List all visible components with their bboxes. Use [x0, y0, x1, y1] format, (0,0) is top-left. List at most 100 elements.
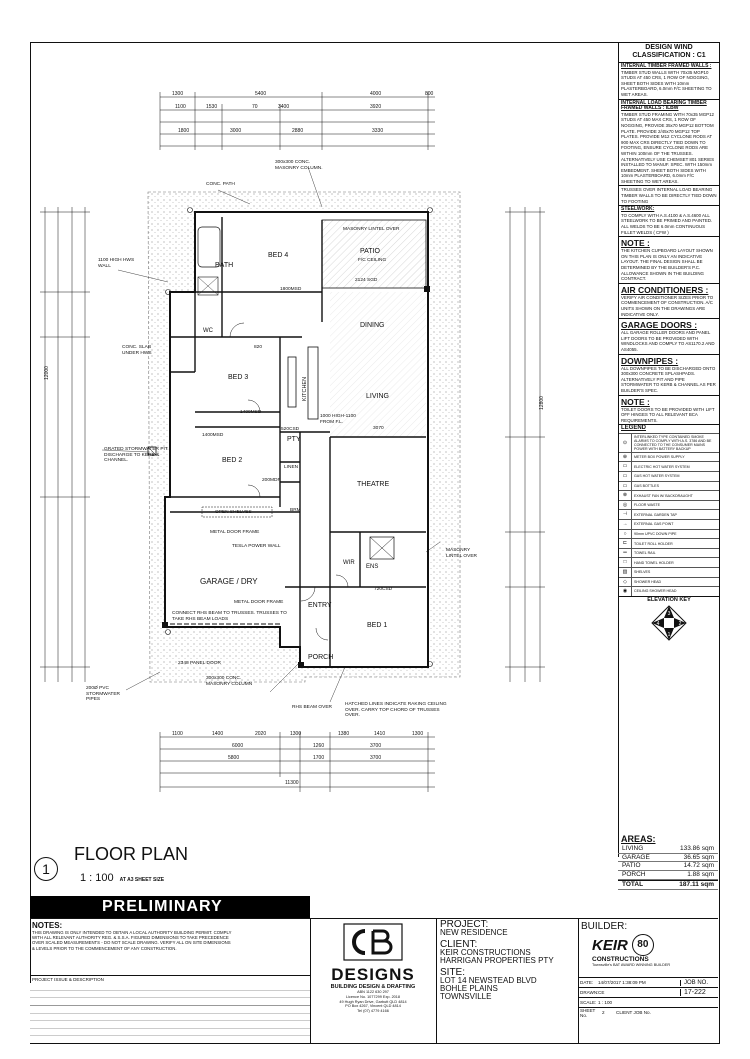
label-hws-wall: 1100 HIGH HWS WALL [98, 258, 135, 269]
garage-doors-title: GARAGE DOORS : [621, 320, 698, 331]
loadbearing-section: INTERNAL LOAD BEARING TIMBER FRAMED WALL… [619, 100, 719, 187]
label-conc-slab: CONC. SLAB UNDER HWS [122, 345, 152, 356]
room-garage: GARAGE / DRY [200, 577, 258, 586]
label-metal-door-frame: METAL DOOR FRAME [210, 530, 260, 535]
patio-hatch [321, 219, 427, 289]
notes-title: NOTES: [32, 921, 63, 930]
legend-row: ⊕METER BOX POWER SUPPLY [619, 451, 719, 462]
downpipe-markers [165, 207, 433, 667]
aircon-section: AIR CONDITIONERS : VERIFY AIR CONDITIONE… [619, 284, 719, 320]
site-line: TOWNSVILLE [440, 992, 492, 1001]
legend-symbol-icon: □ [619, 558, 632, 567]
bath-tub [197, 226, 221, 268]
steelwork-title: STEELWORK: [621, 206, 655, 213]
label-bench-height: 1000 HIGH-1100 FROM F.L. [320, 414, 356, 425]
room-bath: BATH [215, 262, 234, 269]
legend-row: ⊣EXTERNAL GARDEN TAP [619, 509, 719, 520]
dim-top2-2: 1530 [206, 104, 218, 110]
label-panel-door: 2348 PANEL DOOR [178, 661, 221, 666]
loadbearing-title: INTERNAL LOAD BEARING TIMBER FRAMED WALL… [621, 99, 707, 112]
label-brm: BRM [290, 508, 301, 513]
label-robe-bed2: 1400MSD [202, 433, 224, 438]
legend-text: TOWEL RAIL [634, 551, 656, 556]
legend-text: CEILING SHOWER HEAD [634, 589, 677, 594]
area-name: LIVING [622, 845, 644, 852]
room-pantry: PTY [287, 436, 301, 443]
dim-left-total: 12000 [43, 366, 50, 380]
site-line: BOHLE PLAINS [440, 984, 498, 993]
dim-bottom-6: 1410 [374, 731, 386, 737]
garage-shelving [201, 506, 273, 518]
legend-text: 90mm UPVC DOWN PIPE [634, 531, 677, 536]
dim-bottom2-3: 3700 [370, 743, 382, 749]
legend-symbol-icon: ▭ [619, 472, 632, 481]
date-row: DATE: 14/07/2017 1:38:09 PM JOB NO. [578, 977, 718, 987]
internal-walls-section: INTERNAL TIMBER FRAMED WALLS : TIMBER ST… [619, 63, 719, 100]
legend-symbol-icon: ◇ [619, 577, 632, 587]
legend-text: INTERLINKED TYPE CONTAINED SMOKE ALARMS … [634, 434, 712, 451]
dim-bottom-5: 1380 [338, 731, 350, 737]
company-line: PO Box 4267, Vincent QLD 4814 [345, 1004, 401, 1009]
legend-row: →EXTERNAL GAS POINT [619, 519, 719, 529]
legend-text: TOILET ROLL HOLDER [634, 541, 673, 546]
downpipes-section: DOWNPIPES : ALL DOWNPIPES TO BE DISCHARG… [619, 355, 719, 396]
kitchen-note-text: THE KITCHEN CUPBOARD LAYOUT SHOWN ON THI… [621, 248, 713, 282]
dim-top-3: 4000 [370, 91, 382, 97]
sheet-value: 2 [602, 1010, 605, 1015]
legend-title: LEGEND [621, 425, 647, 432]
kitchen-note-section: NOTE : THE KITCHEN CUPBOARD LAYOUT SHOWN… [619, 237, 719, 284]
label-robe-bed4: 1800MSD [280, 287, 302, 292]
patio-sgd-label: 2124 SGD [355, 278, 378, 283]
area-name: TOTAL [622, 880, 644, 888]
dim-top3-1: 1800 [178, 128, 190, 134]
toilet-note-text: TOILET DOORS TO BE PROVIDED WITH LIFT OF… [621, 406, 715, 423]
dim-top2-1: 1100 [175, 104, 186, 110]
site-line: LOT 14 NEWSTEAD BLVD [440, 976, 537, 985]
legend-list: ⊙INTERLINKED TYPE CONTAINED SMOKE ALARMS… [619, 432, 719, 596]
svg-text:3: 3 [668, 611, 671, 617]
legend-symbol-icon: ═ [619, 548, 632, 558]
legend-symbol-icon: ⊙ [619, 433, 632, 452]
label-open-shelves: OPEN SHELVES [215, 510, 252, 515]
room-bed2: BED 2 [222, 457, 243, 464]
label-column-top: 300x300 CONC. MASONRY COLUMN. [275, 160, 323, 171]
legend-row: ═TOWEL RAIL [619, 547, 719, 558]
kitchen-note-title: NOTE : [621, 238, 650, 249]
loadbearing-text: TIMBER STUD FRAMING WITH 70x35 MGP12 STU… [621, 111, 715, 184]
label-tesla-power-wall: TESLA POWER WALL [232, 544, 281, 549]
dim-top3-4: 3330 [372, 128, 384, 134]
bath-shower [197, 276, 219, 296]
toilet-note-section: NOTE : TOILET DOORS TO BE PROVIDED WITH … [619, 396, 719, 426]
dim-bottom-total: 11300 [285, 780, 299, 786]
legend-row: ▭ELECTRIC HOT WATER SYSTEM [619, 461, 719, 472]
date-label: DATE: [580, 980, 594, 985]
steelwork-text: TO COMPLY WITH A.S.4100 & A.S.4600 ALL S… [621, 212, 713, 235]
dim-top-4: 800 [425, 91, 434, 97]
sheet-label: SHEET No. [580, 1007, 596, 1018]
legend-symbol-icon: ⊏ [619, 539, 632, 548]
internal-walls [170, 217, 426, 667]
legend-text: EXTERNAL GAS POINT [634, 522, 674, 527]
toilet-note-title: NOTE : [621, 396, 650, 407]
label-pantry-door: 520CSD [281, 427, 300, 432]
legend-symbol-icon: ▥ [619, 568, 632, 577]
label-grated-pit: GRATED STORMWATER PIT. DISCHARGE TO KERB… [104, 447, 169, 463]
dim-bottom3-2: 1700 [313, 755, 325, 761]
floor-plan-drawing [40, 92, 545, 792]
legend-symbol-icon: ⊕ [619, 452, 632, 462]
builder-tag: Townsville's BAT AWARD WINNING BUILDER [592, 963, 671, 967]
porch-column [298, 662, 304, 668]
internal-walls-title: INTERNAL TIMBER FRAMED WALLS : [621, 63, 712, 69]
drawn-label: DRAWN: [580, 990, 599, 995]
room-bed1: BED 1 [367, 622, 388, 629]
drawn-row: DRAWN: CE 17-222 [578, 987, 718, 997]
drawing-title: FLOOR PLAN [74, 844, 189, 864]
areas-title: AREAS: [621, 834, 656, 844]
notes-text: THIS DRAWING IS ONLY INTENDED TO OBTAIN … [32, 930, 232, 951]
legend-row: ▭GAS HOT WATER SYSTEM [619, 471, 719, 481]
issue-rows [30, 983, 310, 1043]
kitchen-island [287, 356, 297, 408]
elevation-key-title: ELEVATION KEY [647, 596, 691, 603]
internal-walls-text: TIMBER STUD WALLS WITH 70x35 MGP10 STUDS… [621, 69, 712, 97]
